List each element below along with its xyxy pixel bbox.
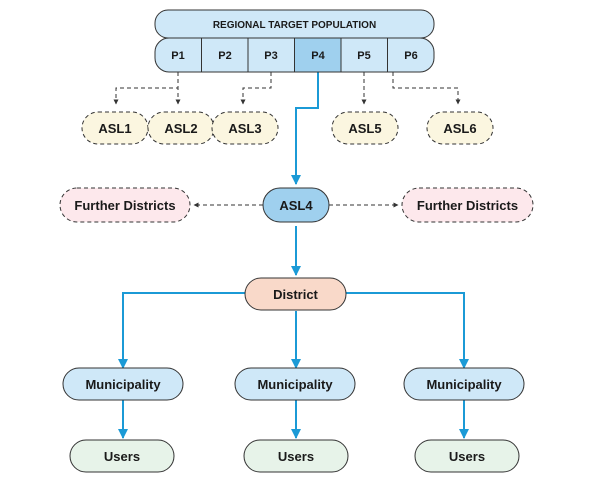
population-p2: P2 — [218, 50, 231, 62]
asl5-label: ASL5 — [348, 121, 381, 136]
asl2-label: ASL2 — [164, 121, 197, 136]
asl6-label: ASL6 — [443, 121, 476, 136]
solid-connectors — [118, 72, 469, 439]
district-node — [244, 277, 347, 311]
further-districts-right-label: Further Districts — [417, 198, 518, 213]
asl4-node — [262, 187, 330, 223]
users-node-center — [243, 439, 349, 473]
population-p5: P5 — [357, 50, 370, 62]
users-row: Users Users Users — [69, 439, 520, 473]
asl3-node — [211, 111, 279, 145]
further-districts-right-node — [401, 187, 534, 223]
title-label: REGIONAL TARGET POPULATION — [213, 20, 376, 31]
users-label-right: Users — [449, 449, 485, 464]
users-label-center: Users — [278, 449, 314, 464]
district-label: District — [273, 287, 318, 302]
municipality-row: Municipality Municipality Municipality — [62, 367, 525, 401]
population-p4: P4 — [311, 50, 325, 62]
district-row: District — [244, 277, 347, 311]
connector-district-municipality-right — [346, 292, 469, 369]
connector-p6-asl6 — [392, 72, 461, 105]
connector-district-municipality-left — [118, 292, 245, 369]
asl3-label: ASL3 — [228, 121, 261, 136]
users-node-right — [414, 439, 520, 473]
regional-population-block: REGIONAL TARGET POPULATION P1 P2 P3 P4 P… — [154, 9, 435, 73]
asl6-node — [426, 111, 494, 145]
connector-p1-asl1 — [113, 72, 179, 105]
municipality-label-left: Municipality — [85, 377, 161, 392]
asl-row: ASL1 ASL2 ASL3 ASL5 ASL6 — [81, 111, 494, 145]
population-p1: P1 — [171, 50, 184, 62]
connector-p4-asl4 — [291, 72, 319, 185]
further-districts-left-label: Further Districts — [74, 198, 175, 213]
municipality-label-center: Municipality — [257, 377, 333, 392]
population-p6: P6 — [404, 50, 417, 62]
asl5-node — [331, 111, 399, 145]
dashed-connectors — [113, 72, 461, 208]
municipality-node-center — [234, 367, 356, 401]
municipality-label-right: Municipality — [426, 377, 502, 392]
users-node-left — [69, 439, 175, 473]
asl1-label: ASL1 — [98, 121, 131, 136]
further-districts-left-node — [59, 187, 191, 223]
population-cell-p4 — [294, 37, 342, 73]
asl4-label: ASL4 — [279, 198, 313, 213]
municipality-node-right — [403, 367, 525, 401]
asl4-row: Further Districts ASL4 Further Districts — [59, 187, 534, 223]
connector-p3-asl3 — [240, 72, 272, 105]
municipality-node-left — [62, 367, 184, 401]
population-p3: P3 — [264, 50, 277, 62]
users-label-left: Users — [104, 449, 140, 464]
